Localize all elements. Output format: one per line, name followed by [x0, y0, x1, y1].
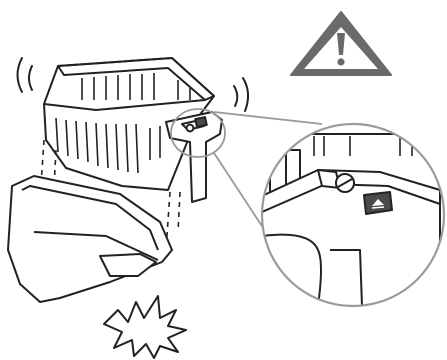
pan-rim: [21, 185, 159, 251]
shake-mark-right-inner: [233, 85, 239, 107]
zoom-handle-grip: [330, 249, 363, 306]
shake-mark-left-outer: [16, 57, 23, 93]
handle-screw-small: [185, 123, 195, 133]
basket-slots-front: [55, 117, 139, 174]
zoom-handle-curve: [262, 233, 322, 306]
basket-slots-side: [149, 126, 161, 160]
shake-mark-left-inner: [28, 65, 33, 91]
handle-release-button-small: [194, 116, 208, 128]
zoom-handle-edge: [262, 183, 441, 213]
fryer-basket: [43, 57, 215, 191]
basket-slots-back: [81, 73, 191, 100]
exclamation-dot: [337, 58, 345, 66]
exclamation-bar: [337, 33, 345, 55]
impact-burst-icon: [103, 295, 187, 359]
basket-rim-front: [43, 99, 206, 111]
vibration-marks: [16, 57, 249, 112]
slotted-screw-icon: [335, 173, 355, 193]
zoom-source-circle: [170, 108, 226, 158]
pan-inner-edge: [33, 231, 159, 261]
pan-handle-socket: [99, 253, 157, 277]
zoom-detail: [260, 122, 446, 308]
zoom-circle-border: [260, 122, 446, 308]
callout-line-top: [213, 111, 323, 125]
warning-triangle-icon: [290, 11, 392, 76]
shake-mark-right-outer: [242, 77, 249, 112]
falling-outer-pan: [7, 175, 173, 303]
eject-triangle-icon: [363, 191, 393, 215]
